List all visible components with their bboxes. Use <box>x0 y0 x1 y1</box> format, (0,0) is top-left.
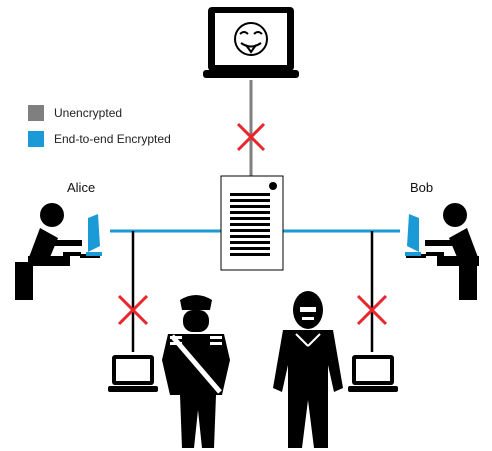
blocked-mark-left <box>117 294 149 326</box>
masked-person-icon <box>273 291 343 448</box>
alice-label: Alice <box>67 180 96 195</box>
legend-label-encrypted: End-to-end Encrypted <box>54 132 171 146</box>
bob-figure-icon <box>406 203 479 300</box>
alice-figure-icon <box>15 203 100 300</box>
blocked-mark-hacker <box>236 122 266 152</box>
legend-swatch-unencrypted <box>28 105 44 121</box>
blocked-mark-right <box>356 294 388 326</box>
police-officer-icon <box>162 295 230 448</box>
bob-label: Bob <box>410 180 434 195</box>
bob-monitor-icon <box>405 214 421 256</box>
laptop-icon-left <box>108 355 158 392</box>
laptop-icon-right <box>348 355 398 392</box>
hacker-laptop-icon <box>203 7 299 78</box>
anonymous-mask-icon <box>234 22 268 56</box>
legend-swatch-encrypted <box>28 131 44 147</box>
legend-item-unencrypted: Unencrypted <box>28 102 171 124</box>
alice-monitor-icon <box>86 214 102 256</box>
legend: Unencrypted End-to-end Encrypted <box>28 102 171 154</box>
legend-item-encrypted: End-to-end Encrypted <box>28 128 171 150</box>
legend-label-unencrypted: Unencrypted <box>54 106 123 120</box>
server-document-icon <box>220 175 284 271</box>
